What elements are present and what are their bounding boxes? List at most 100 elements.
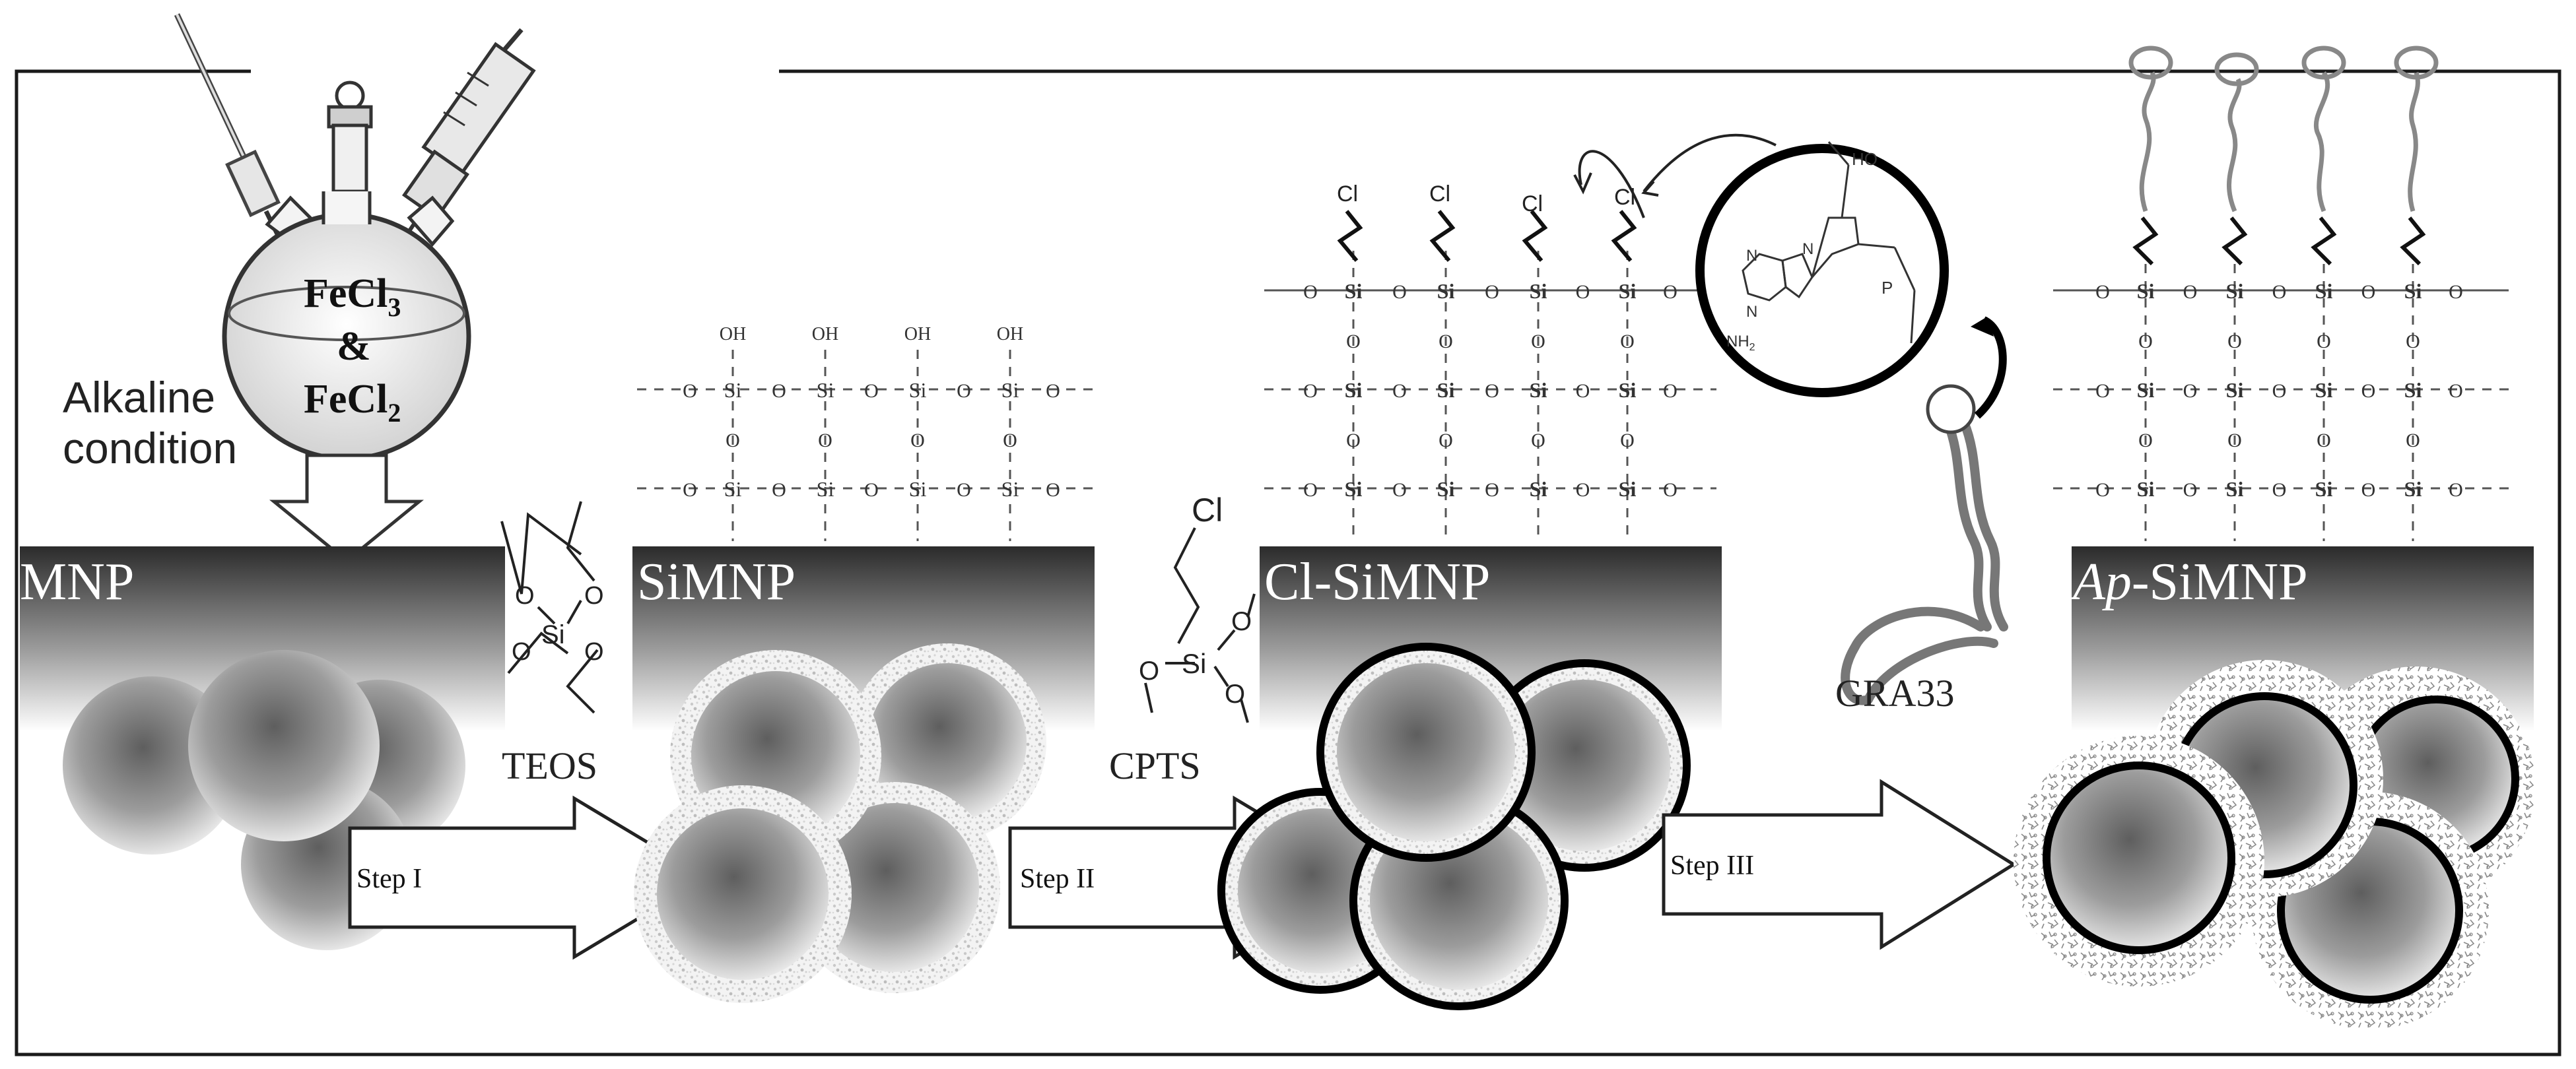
- apsimnp-labels-si: Si: [2315, 279, 2333, 303]
- apsimnp-labels-o: O: [2183, 380, 2198, 402]
- clsimnp-labels-o: O: [1439, 430, 1453, 451]
- clsimnp-labels-o: O: [1531, 331, 1545, 352]
- clsimnp-chloro-chains: [1337, 210, 1637, 262]
- clsimnp-labels-si: Si: [1619, 279, 1637, 303]
- apsimnp-labels-o: O: [2449, 479, 2463, 501]
- apsimnp-labels-si: Si: [2226, 279, 2244, 303]
- nucleotide-ho: HO: [1852, 149, 1878, 169]
- cpts-molecule: [1144, 527, 1256, 723]
- simnp-labels-o: O: [864, 479, 879, 501]
- apsimnp-labels-o: O: [2449, 380, 2463, 402]
- label-clsimnp: Cl-SiMNP: [1264, 553, 1490, 611]
- label-mnp: MNP: [20, 553, 134, 611]
- clsimnp-labels-o: O: [1392, 479, 1407, 501]
- clsimnp-labels-o: O: [1346, 430, 1361, 451]
- apsimnp-labels-si: Si: [2137, 477, 2155, 501]
- apsimnp-labels-si: Si: [2226, 477, 2244, 501]
- simnp-labels-oh: OH: [997, 324, 1023, 344]
- clsimnp-silica-lattice: [1264, 251, 1716, 541]
- clsimnp-labels-o: O: [1663, 380, 1678, 402]
- clsimnp-labels-si: Si: [1345, 477, 1363, 501]
- simnp-labels-oh: OH: [904, 324, 931, 344]
- condition-line-1: Alkaline: [63, 373, 215, 422]
- simnp-labels-o: O: [910, 430, 925, 451]
- simnp-labels-si: Si: [1001, 477, 1019, 501]
- clsimnp-labels-o: O: [1576, 281, 1590, 303]
- gra33-aptamer: [1841, 418, 2008, 705]
- apsimnp-labels-o: O: [2272, 479, 2287, 501]
- apsimnp-labels-o: O: [2183, 479, 2198, 501]
- simnp-labels-o: O: [957, 380, 971, 402]
- clsimnp-labels-o: O: [1531, 430, 1545, 451]
- clsimnp-labels-o: O: [1576, 479, 1590, 501]
- teos-o-4: O: [584, 638, 604, 666]
- reagent-fecl2: FeCl2: [304, 377, 401, 428]
- clsimnp-labels-o: O: [1439, 331, 1453, 352]
- simnp-labels-o: O: [772, 479, 786, 501]
- simnp-labels-o: O: [864, 380, 879, 402]
- simnp-labels-o: O: [726, 430, 740, 451]
- down-arrow-icon: [269, 453, 424, 564]
- simnp-labels-si: Si: [909, 477, 927, 501]
- clsimnp-labels-o: O: [1620, 430, 1635, 451]
- clsimnp-labels-si: Si: [1437, 378, 1455, 402]
- apsimnp-labels-o: O: [2138, 331, 2153, 352]
- step-3-arrow-icon: [1662, 779, 2017, 950]
- clsimnp-cl-1: Cl: [1337, 181, 1358, 207]
- apsimnp-labels-o: O: [2406, 331, 2420, 352]
- clsimnp-cl-3: Cl: [1522, 191, 1543, 216]
- label-teos: TEOS: [502, 744, 597, 787]
- simnp-labels-si: Si: [909, 378, 927, 402]
- clsimnp-labels-o: O: [1485, 380, 1499, 402]
- clsimnp-cl-2: Cl: [1429, 181, 1450, 207]
- clsimnp-labels-si: Si: [1530, 378, 1547, 402]
- apsimnp-labels-o: O: [2361, 281, 2376, 303]
- simnp-labels-o: O: [1003, 430, 1017, 451]
- clsimnp-labels-si: Si: [1437, 279, 1455, 303]
- nucleotide-nh2: NH2: [1726, 333, 1755, 353]
- apsimnp-linker-chains: [2132, 216, 2426, 266]
- clsimnp-labels-si: Si: [1437, 477, 1455, 501]
- simnp-labels-o: O: [683, 479, 697, 501]
- clsimnp-labels-si: Si: [1530, 279, 1547, 303]
- apsimnp-labels-o: O: [2095, 479, 2110, 501]
- flask-apparatus: FeCl3 & FeCl2: [174, 13, 536, 485]
- apsimnp-spheres: [2014, 660, 2535, 1029]
- clsimnp-labels-si: Si: [1530, 477, 1547, 501]
- clsimnp-labels-o: O: [1485, 281, 1499, 303]
- simnp-labels-si: Si: [817, 378, 834, 402]
- reagent-ampersand: &: [337, 324, 371, 369]
- clsimnp-labels-o: O: [1392, 281, 1407, 303]
- simnp-labels-si: Si: [724, 378, 742, 402]
- cpts-o-2: O: [1231, 607, 1252, 636]
- apsimnp-labels-o: O: [2317, 430, 2331, 451]
- teos-si: Si: [541, 620, 565, 649]
- label-simnp: SiMNP: [637, 553, 796, 611]
- apsimnp-labels-si: Si: [2404, 477, 2422, 501]
- simnp-silica-lattice: [637, 350, 1093, 541]
- apsimnp-labels-o: O: [2183, 281, 2198, 303]
- simnp-labels-oh: OH: [720, 324, 746, 344]
- apsimnp-labels-si: Si: [2315, 378, 2333, 402]
- apsimnp-labels-o: O: [2317, 331, 2331, 352]
- clsimnp-cl-4: Cl: [1614, 185, 1635, 210]
- apsimnp-labels-o: O: [2361, 380, 2376, 402]
- clsimnp-labels-o: O: [1485, 479, 1499, 501]
- simnp-labels-o: O: [683, 380, 697, 402]
- simnp-labels-si: Si: [817, 477, 834, 501]
- clsimnp-labels-o: O: [1303, 479, 1318, 501]
- clsimnp-labels-o: O: [1576, 380, 1590, 402]
- teos-o-3: O: [512, 638, 531, 666]
- apsimnp-labels-si: Si: [2404, 279, 2422, 303]
- syringe-icon: [394, 28, 536, 252]
- simnp-labels-o: O: [772, 380, 786, 402]
- label-apsimnp: Ap-SiMNP: [2070, 553, 2308, 611]
- apsimnp-labels-o: O: [2361, 479, 2376, 501]
- clsimnp-labels-o: O: [1392, 380, 1407, 402]
- label-gra33: GRA33: [1835, 672, 1954, 715]
- clsimnp-labels-o: O: [1663, 281, 1678, 303]
